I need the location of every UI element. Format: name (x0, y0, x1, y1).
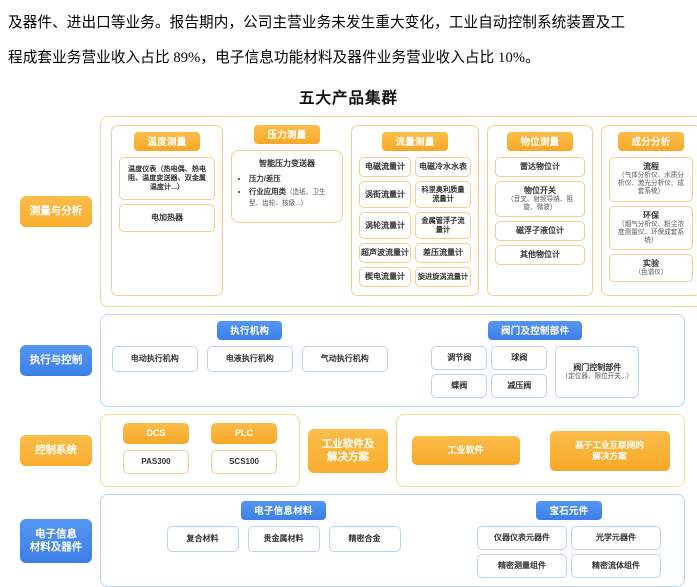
row-label-actuation[interactable]: 执行与控制 (20, 345, 92, 377)
group-head-valve[interactable]: 阀门及控制部件 (488, 321, 583, 341)
cell-optical-components[interactable]: 光学元器件 (571, 526, 661, 551)
cell-electric-actuator[interactable]: 电动执行机构 (111, 346, 198, 373)
group-head-temperature[interactable]: 温度测量 (134, 132, 200, 151)
cell-process-analysis[interactable]: 流程 （气体分析仪、水质分析仪、激光分析仪、成套系统） (609, 157, 693, 202)
group-head-gem-components[interactable]: 宝石元件 (536, 501, 602, 521)
cell-list-gem-components: 仪器仪表元器件 光学元器件 精密测量组件 精密流体组件 (477, 526, 661, 579)
group-head-flow[interactable]: 流量测量 (382, 132, 448, 151)
group-actuator: 执行机构 电动执行机构 电液执行机构 气动执行机构 (111, 321, 389, 398)
cell-pressure-reducing-valve[interactable]: 减压阀 (491, 374, 548, 399)
card-pressure-transmitter[interactable]: 智能压力变送器 压力/差压 行业应用类（造纸、卫生型、齿轮、核级...） (231, 150, 343, 223)
cell-scs100[interactable]: SCS100 (211, 450, 277, 475)
paragraph-line-2: 程成套业务营业收入占比 89%，电子信息功能材料及器件业务营业收入占比 10%。 (8, 50, 540, 66)
group-head-level[interactable]: 物位测量 (507, 132, 573, 151)
cell-ball-valve[interactable]: 球阀 (491, 346, 548, 371)
pill-dcs[interactable]: DCS (123, 423, 189, 445)
cell-list-flow: 电磁流量计 电磁冷水水表 涡街流量计 科里奥利质量流量计 涡轮流量计 金属管浮子… (359, 157, 471, 288)
cell-list-electronic-info-material: 复合材料 贵金属材料 精密合金 (166, 526, 401, 553)
group-composition: 成分分析 流程 （气体分析仪、水质分析仪、激光分析仪、成套系统） 环保 （烟气分… (601, 125, 697, 297)
cell-radar-level[interactable]: 雷达物位计 (495, 157, 585, 177)
pill-iiot-solution[interactable]: 基于工业互联网的 解决方案 (549, 430, 670, 471)
cell-wedge-flowmeter[interactable]: 楔电流量计 (359, 267, 411, 288)
cell-em-flowmeter[interactable]: 电磁流量计 (359, 157, 411, 177)
cell-level-switch[interactable]: 物位开关 （音叉、射频导纳、阻旋、微波） (495, 181, 585, 218)
cell-list-temperature: 温度仪表（热电偶、热电阻、温度变送器、双金属温度计...） 电加热器 (119, 157, 215, 232)
cell-valve-control-components[interactable]: 阀门控制部件 （定位器、限位开关...） (555, 346, 640, 399)
cell-temperature-instruments[interactable]: 温度仪表（热电偶、热电阻、温度变送器、双金属温度计...） (119, 157, 215, 200)
cell-vortex-flowmeter[interactable]: 涡街流量计 (359, 181, 411, 209)
cell-other-level[interactable]: 其他物位计 (495, 245, 585, 266)
row-body-control-system: DCS PAS300 PLC SCS100 (100, 414, 300, 488)
cell-rotameter[interactable]: 金属管浮子流量计 (415, 212, 471, 240)
cell-control-valve[interactable]: 调节阀 (431, 346, 488, 371)
cell-em-cold-water-meter[interactable]: 电磁冷水水表 (415, 157, 471, 177)
cell-list-valve: 调节阀 球阀 蝶阀 减压阀 (431, 346, 548, 399)
row-body-measurement: 温度测量 温度仪表（热电偶、热电阻、温度变送器、双金属温度计...） 电加热器 … (100, 116, 697, 308)
cell-electric-heater[interactable]: 电加热器 (119, 204, 215, 232)
body-paragraph: 及器件、进出口等业务。报告期内，公司主营业务未发生重大变化，工业自动控制系统装置… (0, 0, 697, 76)
group-electronic-info-material: 电子信息材料 复合材料 贵金属材料 精密合金 (111, 501, 456, 578)
valve-cells-wrap: 调节阀 球阀 蝶阀 减压阀 阀门控制部件 （定位器、限位开关...） (431, 346, 640, 399)
group-valve: 阀门及控制部件 调节阀 球阀 蝶阀 减压阀 阀门控制部件 （定位器、限位开关..… (397, 321, 675, 399)
figure-title: 五大产品集群 (298, 90, 398, 107)
cell-list-level: 雷达物位计 物位开关 （音叉、射频导纳、阻旋、微波） 磁浮子液位计 其他物位计 (495, 157, 585, 266)
bullet-industry-application[interactable]: 行业应用类（造纸、卫生型、齿轮、核级...） (249, 187, 334, 210)
row-body-actuation: 执行机构 电动执行机构 电液执行机构 气动执行机构 阀门及控制部件 调节阀 球阀… (100, 314, 685, 408)
row-label-wrap: 电子信息 材料及器件 (12, 494, 100, 587)
cell-butterfly-valve[interactable]: 蝶阀 (431, 374, 488, 399)
group-flow: 流量测量 电磁流量计 电磁冷水水表 涡街流量计 科里奥利质量流量计 涡轮流量计 … (351, 125, 479, 297)
row-label-wrap: 测量与分析 (12, 116, 100, 307)
pair-dcs: DCS PAS300 (123, 423, 189, 475)
cell-pneumatic-actuator[interactable]: 气动执行机构 (301, 346, 388, 373)
cell-ultrasonic-flowmeter[interactable]: 超声波流量计 (359, 243, 411, 264)
cell-magnetic-float-level[interactable]: 磁浮子液位计 (495, 221, 585, 242)
cell-coriolis-flowmeter[interactable]: 科里奥利质量流量计 (415, 181, 471, 209)
pressure-bullet-list: 压力/差压 行业应用类（造纸、卫生型、齿轮、核级...） (240, 174, 334, 210)
group-pressure: 压力测量 智能压力变送器 压力/差压 行业应用类（造纸、卫生型、齿轮、核级...… (231, 125, 343, 296)
cell-instrument-components[interactable]: 仪器仪表元器件 (477, 526, 567, 551)
row-label-electronic-materials[interactable]: 电子信息 材料及器件 (20, 518, 92, 563)
paragraph-line-1: 及器件、进出口等业务。报告期内，公司主营业务未发生重大变化，工业自动控制系统装置… (8, 15, 626, 31)
cell-precision-measurement-assembly[interactable]: 精密测量组件 (477, 554, 567, 579)
product-cluster-diagram: 测量与分析 温度测量 温度仪表（热电偶、热电阻、温度变送器、双金属温度计...）… (0, 116, 697, 587)
group-level: 物位测量 雷达物位计 物位开关 （音叉、射频导纳、阻旋、微波） 磁浮子液位计 其… (487, 125, 593, 297)
cell-precision-fluid-assembly[interactable]: 精密流体组件 (571, 554, 661, 579)
card-pressure-title: 智能压力变送器 (259, 159, 315, 168)
row-label-measurement[interactable]: 测量与分析 (20, 196, 92, 228)
cell-environmental-analysis[interactable]: 环保 （烟气分析仪、粉尘浓度测量仪、环保成套系统） (609, 205, 693, 251)
cell-precious-metal-material[interactable]: 贵金属材料 (247, 526, 320, 553)
group-head-actuator[interactable]: 执行机构 (217, 321, 283, 341)
pill-industrial-software[interactable]: 工业软件 (411, 436, 520, 466)
cell-composite-material[interactable]: 复合材料 (166, 526, 239, 553)
cell-swirl-flowmeter[interactable]: 旋进旋涡流量计 (415, 267, 471, 288)
group-head-composition[interactable]: 成分分析 (618, 132, 684, 151)
cell-list-composition: 流程 （气体分析仪、水质分析仪、激光分析仪、成套系统） 环保 （烟气分析仪、粉尘… (609, 157, 693, 283)
row-label-industrial-software[interactable]: 工业软件及 解决方案 (308, 428, 388, 473)
group-head-electronic-info-material[interactable]: 电子信息材料 (241, 501, 326, 521)
cell-lab-analysis[interactable]: 实验 （色谱仪） (609, 254, 693, 283)
cell-electrohydraulic-actuator[interactable]: 电液执行机构 (206, 346, 293, 373)
group-gem-components: 宝石元件 仪器仪表元器件 光学元器件 精密测量组件 精密流体组件 (464, 501, 674, 579)
bullet-pressure-differential[interactable]: 压力/差压 (249, 174, 334, 185)
row-label-wrap: 控制系统 (12, 414, 100, 487)
pair-plc: PLC SCS100 (211, 423, 277, 475)
cell-differential-pressure-flowmeter[interactable]: 差压流量计 (415, 243, 471, 264)
row-label-control-system[interactable]: 控制系统 (20, 435, 92, 467)
row-body-electronic-materials: 电子信息材料 复合材料 贵金属材料 精密合金 宝石元件 仪器仪表元器件 光学元器… (100, 494, 685, 587)
cell-list-actuator: 电动执行机构 电液执行机构 气动执行机构 (111, 346, 388, 373)
pill-plc[interactable]: PLC (211, 423, 277, 445)
row-label-wrap-software: 工业软件及 解决方案 (300, 414, 396, 487)
row-body-industrial-software: 工业软件 基于工业互联网的 解决方案 (396, 414, 685, 488)
group-temperature: 温度测量 温度仪表（热电偶、热电阻、温度变送器、双金属温度计...） 电加热器 (111, 125, 223, 297)
diagram-row-measurement: 测量与分析 温度测量 温度仪表（热电偶、热电阻、温度变送器、双金属温度计...）… (12, 116, 697, 308)
group-head-pressure[interactable]: 压力测量 (254, 125, 320, 144)
cell-precision-alloy[interactable]: 精密合金 (328, 526, 401, 553)
diagram-row-actuation: 执行与控制 执行机构 电动执行机构 电液执行机构 气动执行机构 阀门及控制部件 … (12, 314, 685, 408)
cell-pas300[interactable]: PAS300 (123, 450, 189, 475)
row-label-wrap: 执行与控制 (12, 314, 100, 407)
cell-turbine-flowmeter[interactable]: 涡轮流量计 (359, 212, 411, 240)
document-page: 及器件、进出口等业务。报告期内，公司主营业务未发生重大变化，工业自动控制系统装置… (0, 0, 697, 508)
diagram-row-electronic-materials: 电子信息 材料及器件 电子信息材料 复合材料 贵金属材料 精密合金 宝石元件 仪… (12, 494, 685, 587)
diagram-row-control-system: 控制系统 DCS PAS300 PLC SCS100 工业软件及 解决方案 工业… (12, 414, 685, 488)
